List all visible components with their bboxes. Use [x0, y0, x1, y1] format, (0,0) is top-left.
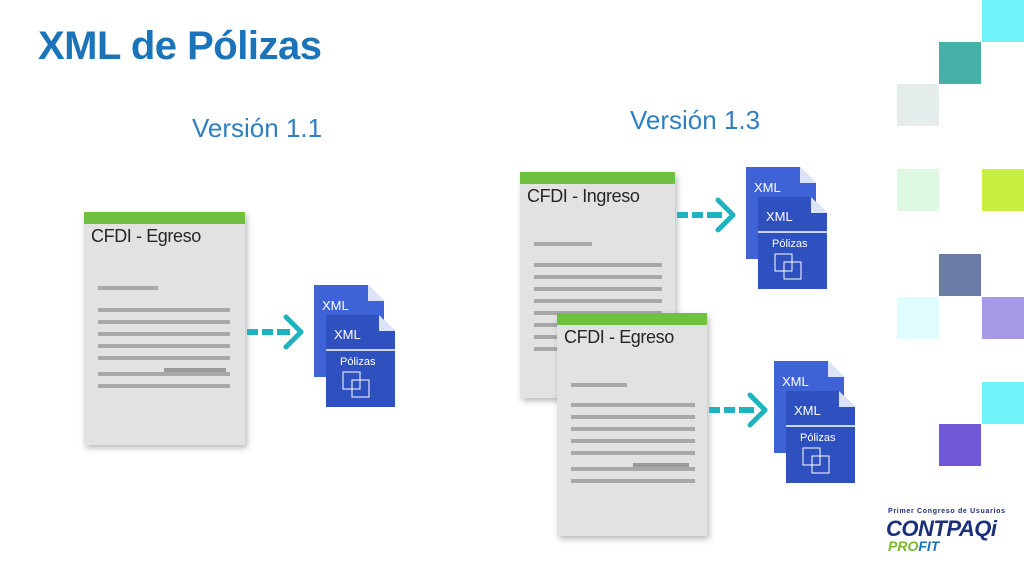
logo-pro: PRO	[888, 538, 919, 554]
text-line	[534, 287, 662, 291]
text-line	[571, 403, 695, 407]
decor-square	[982, 169, 1024, 211]
text-line	[534, 263, 662, 267]
dashed-arrow-icon	[247, 314, 304, 350]
text-line	[571, 427, 695, 431]
text-line	[98, 286, 158, 290]
text-line	[98, 344, 230, 348]
document-header-bar	[520, 172, 675, 184]
text-line	[534, 275, 662, 279]
dashed-arrow-icon	[677, 197, 736, 233]
xml-polizas-icon: XML XML Pólizas	[314, 285, 395, 407]
logo-brand: CONTPAQi	[886, 516, 997, 541]
document-title: CFDI - Ingreso	[527, 186, 640, 206]
xml-back-label: XML	[782, 374, 809, 389]
text-line	[571, 467, 695, 471]
document-title: CFDI - Egreso	[91, 226, 201, 246]
text-line	[571, 415, 695, 419]
decor-square	[897, 84, 939, 126]
decor-square	[982, 0, 1024, 42]
text-line	[571, 383, 627, 387]
xml-front-label: XML	[334, 327, 361, 342]
cfdi-egreso-document: CFDI - Egreso	[557, 313, 707, 536]
text-line	[98, 308, 230, 312]
version-1-1-label: Versión 1.1	[192, 113, 323, 143]
text-line	[571, 439, 695, 443]
decor-square	[897, 169, 939, 211]
page-title: XML de Pólizas	[38, 24, 322, 68]
text-line	[571, 479, 695, 483]
document-header-bar	[557, 313, 707, 325]
text-line	[98, 320, 230, 324]
logo-tagline: Primer Congreso de Usuarios	[888, 508, 1006, 515]
text-line	[98, 384, 230, 388]
decor-square	[939, 424, 981, 466]
document-title: CFDI - Egreso	[564, 327, 674, 347]
decor-square	[939, 254, 981, 296]
text-line	[534, 299, 662, 303]
text-line	[164, 368, 226, 372]
decor-square	[982, 297, 1024, 339]
logo-profit: PROFIT	[888, 538, 939, 554]
xml-front-label: XML	[794, 403, 821, 418]
text-line	[98, 332, 230, 336]
contpaqi-profit-logo: Primer Congreso de Usuarios CONTPAQi PRO…	[886, 508, 1010, 556]
text-line	[98, 372, 230, 376]
document-header-bar	[84, 212, 245, 224]
xml-back-label: XML	[322, 298, 349, 313]
text-line	[534, 242, 592, 246]
xml-caption: Pólizas	[340, 356, 376, 368]
decor-square	[939, 42, 981, 84]
xml-caption: Pólizas	[772, 238, 808, 250]
version-1-3-label: Versión 1.3	[630, 105, 761, 135]
dashed-arrow-icon	[709, 392, 768, 428]
xml-back-label: XML	[754, 180, 781, 195]
decor-square	[897, 297, 939, 339]
xml-caption: Pólizas	[800, 432, 836, 444]
xml-polizas-icon: XML XML Pólizas	[774, 361, 855, 483]
text-line	[633, 463, 689, 467]
cfdi-egreso-document: CFDI - Egreso	[84, 212, 245, 445]
logo-fit: FIT	[918, 538, 940, 554]
xml-polizas-icon: XML XML Pólizas	[746, 167, 827, 289]
decor-square	[982, 382, 1024, 424]
xml-front-label: XML	[766, 209, 793, 224]
text-line	[571, 451, 695, 455]
text-line	[98, 356, 230, 360]
